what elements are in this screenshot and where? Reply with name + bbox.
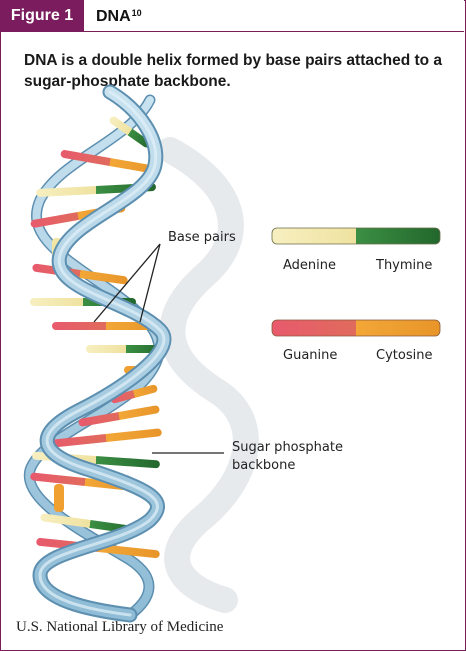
- base-pairs-label: Base pairs: [168, 230, 236, 245]
- legend-bar-adenine-thymine: [271, 227, 441, 245]
- callout-lines: [93, 243, 224, 454]
- backbone-strand-front: [32, 84, 172, 623]
- base-pair-rung: [86, 345, 166, 353]
- base-pair-rung: [110, 384, 158, 404]
- base-pair-rung: [36, 183, 156, 197]
- figure-credit: U.S. National Library of Medicine: [16, 619, 224, 635]
- helix-shadow: [157, 137, 259, 613]
- figure-header: Figure 1 DNA10: [0, 0, 464, 32]
- base-pair-rung: [30, 472, 140, 492]
- base-pair-rung: [52, 322, 160, 330]
- backbone-label-line2: backbone: [232, 458, 296, 473]
- legend: [271, 227, 441, 337]
- base-pair-rung: [54, 484, 64, 512]
- figure-number: Figure 1: [0, 0, 84, 31]
- legend-label-guanine: Guanine: [283, 348, 338, 363]
- base-pairs-pointer: [139, 243, 161, 323]
- base-pair-rung: [60, 150, 160, 174]
- figure-title-text: DNA: [96, 8, 131, 25]
- figure-title: DNA10: [96, 0, 142, 31]
- figure-caption: DNA is a double helix formed by base pai…: [24, 52, 443, 90]
- base-pair-rung: [109, 116, 151, 148]
- figure-title-reference: 10: [131, 8, 142, 18]
- base-pair-rung: [50, 428, 162, 448]
- base-pairs-pointer: [93, 243, 161, 323]
- legend-label-adenine: Adenine: [283, 258, 337, 273]
- base-pair-rung: [40, 513, 140, 535]
- legend-bar-guanine-cytosine: [271, 319, 441, 337]
- base-pair-rung: [78, 405, 160, 427]
- legend-label-cytosine: Cytosine: [376, 348, 433, 363]
- backbone-label-line1: Sugar phosphate: [232, 440, 343, 455]
- legend-label-thymine: Thymine: [376, 258, 433, 273]
